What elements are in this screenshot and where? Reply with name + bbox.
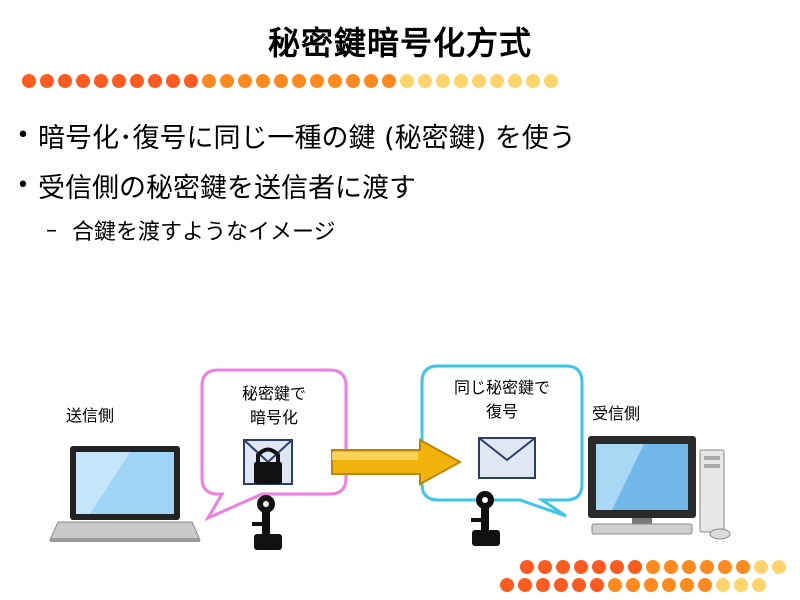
- decorative-dot: [610, 560, 624, 574]
- decorative-dot: [520, 560, 534, 574]
- decorative-dot: [76, 74, 90, 88]
- decorative-dot: [94, 74, 108, 88]
- decrypt-bubble-text: 同じ秘密鍵で 復号: [442, 376, 562, 424]
- decorative-dot-row-bottom-1: [520, 560, 786, 574]
- desktop-computer-icon: [588, 436, 731, 540]
- envelope-icon: [478, 437, 536, 479]
- decorative-dot-row-bottom-2: [500, 578, 766, 592]
- decorative-dot: [554, 578, 568, 592]
- decorative-dot: [400, 74, 414, 88]
- decorative-dot: [664, 560, 678, 574]
- decorative-dot: [22, 74, 36, 88]
- decorative-dot: [592, 560, 606, 574]
- shared-key-icon: [471, 491, 500, 546]
- decorative-dot: [608, 578, 622, 592]
- decorative-dot: [418, 74, 432, 88]
- decorative-dot: [646, 560, 660, 574]
- decorative-dot: [526, 74, 540, 88]
- sub-bullet-item: – 合鍵を渡すようなイメージ: [46, 210, 576, 250]
- decrypt-bubble-line-2: 復号: [485, 402, 518, 421]
- decorative-dot: [500, 578, 514, 592]
- decorative-dot: [536, 578, 550, 592]
- sender-label: 送信側: [66, 406, 115, 425]
- decorative-dot: [508, 74, 522, 88]
- locked-envelope-icon: [243, 439, 293, 485]
- decorative-dot: [518, 578, 532, 592]
- decorative-dot: [382, 74, 396, 88]
- decorative-dot: [736, 560, 750, 574]
- bullet-list: • 暗号化･復号に同じ一種の鍵 (秘密鍵) を使う • 受信側の秘密鍵を送信者に…: [8, 110, 576, 250]
- decorative-dot: [454, 74, 468, 88]
- bullet-mark: •: [16, 172, 30, 198]
- decorative-dot: [184, 74, 198, 88]
- bullet-mark: •: [16, 122, 30, 148]
- decorative-dot: [166, 74, 180, 88]
- decorative-dot: [202, 74, 216, 88]
- decorative-dot: [574, 560, 588, 574]
- decorative-dot: [556, 560, 570, 574]
- bullet-item: • 受信側の秘密鍵を送信者に渡す: [8, 160, 576, 210]
- sub-bullet-text: 合鍵を渡すようなイメージ: [72, 220, 336, 245]
- decorative-dot: [292, 74, 306, 88]
- decorative-dot: [436, 74, 450, 88]
- laptop-icon: [49, 446, 201, 542]
- decorative-dot: [472, 74, 486, 88]
- encrypt-bubble-line-2: 暗号化: [249, 408, 298, 427]
- encrypt-bubble-line-1: 秘密鍵で: [241, 384, 306, 403]
- bullet-item: • 暗号化･復号に同じ一種の鍵 (秘密鍵) を使う: [8, 110, 576, 160]
- decorative-dot: [752, 578, 766, 592]
- decorative-dot-row-top: [22, 74, 558, 88]
- decorative-dot: [698, 578, 712, 592]
- decorative-dot: [220, 74, 234, 88]
- decrypt-bubble-line-1: 同じ秘密鍵で: [453, 378, 550, 397]
- decorative-dot: [238, 74, 252, 88]
- decorative-dot: [682, 560, 696, 574]
- decorative-dot: [346, 74, 360, 88]
- secret-key-icon: [252, 495, 282, 550]
- decorative-dot: [58, 74, 72, 88]
- decorative-dot: [716, 578, 730, 592]
- bullet-text: 受信側の秘密鍵を送信者に渡す: [38, 172, 416, 204]
- encrypt-bubble-text: 秘密鍵で 暗号化: [214, 382, 334, 430]
- decorative-dot: [490, 74, 504, 88]
- decorative-dot: [274, 74, 288, 88]
- slide-title: 秘密鍵暗号化方式: [267, 24, 532, 62]
- decorative-dot: [644, 578, 658, 592]
- decorative-dot: [590, 578, 604, 592]
- decorative-dot: [628, 560, 642, 574]
- decorative-dot: [572, 578, 586, 592]
- decorative-dot: [662, 578, 676, 592]
- dash-mark: –: [46, 217, 57, 243]
- decorative-dot: [148, 74, 162, 88]
- decorative-dot: [328, 74, 342, 88]
- decorative-dot: [40, 74, 54, 88]
- decorative-dot: [626, 578, 640, 592]
- receiver-label: 受信側: [592, 404, 641, 423]
- bullet-text: 暗号化･復号に同じ一種の鍵 (秘密鍵) を使う: [38, 122, 576, 154]
- transfer-arrow: [331, 438, 463, 486]
- decorative-dot: [538, 560, 552, 574]
- decorative-dot: [754, 560, 768, 574]
- decorative-dot: [734, 578, 748, 592]
- decorative-dot: [680, 578, 694, 592]
- decorative-dot: [700, 560, 714, 574]
- decorative-dot: [772, 560, 786, 574]
- decorative-dot: [256, 74, 270, 88]
- decorative-dot: [364, 74, 378, 88]
- decorative-dot: [718, 560, 732, 574]
- decorative-dot: [544, 74, 558, 88]
- decorative-dot: [130, 74, 144, 88]
- decorative-dot: [310, 74, 324, 88]
- decorative-dot: [112, 74, 126, 88]
